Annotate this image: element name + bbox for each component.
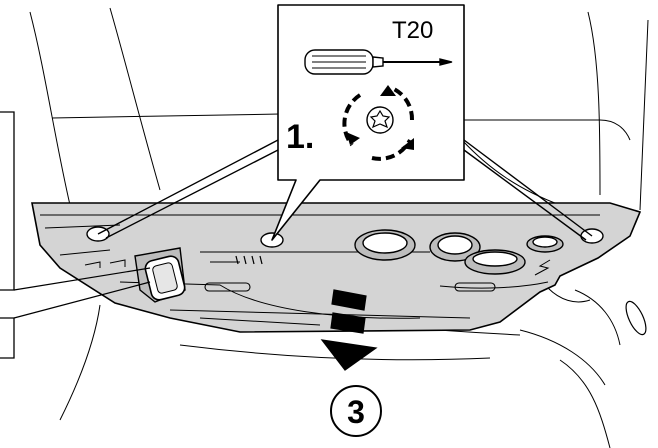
bracket-leader-lines (13, 267, 151, 319)
rotation-arrowheads (346, 85, 414, 150)
opening-3 (464, 249, 526, 275)
opening-4 (526, 235, 564, 253)
side-bracket (0, 111, 15, 359)
torx-screw-icon (366, 106, 394, 134)
opening-2 (429, 232, 481, 262)
torx-screwdriver-icon (304, 49, 453, 75)
step-label: 1. (286, 118, 314, 156)
panel-openings (354, 229, 564, 275)
right-clip-outline (625, 300, 647, 336)
lower-dash-panel (31, 202, 642, 333)
opening-1 (354, 229, 416, 261)
tool-label: T20 (392, 17, 433, 44)
step-number: 3 (347, 394, 365, 430)
connector-cover (134, 247, 186, 303)
pull-down-arrow (320, 289, 378, 371)
step-badge: 3 (330, 385, 382, 437)
